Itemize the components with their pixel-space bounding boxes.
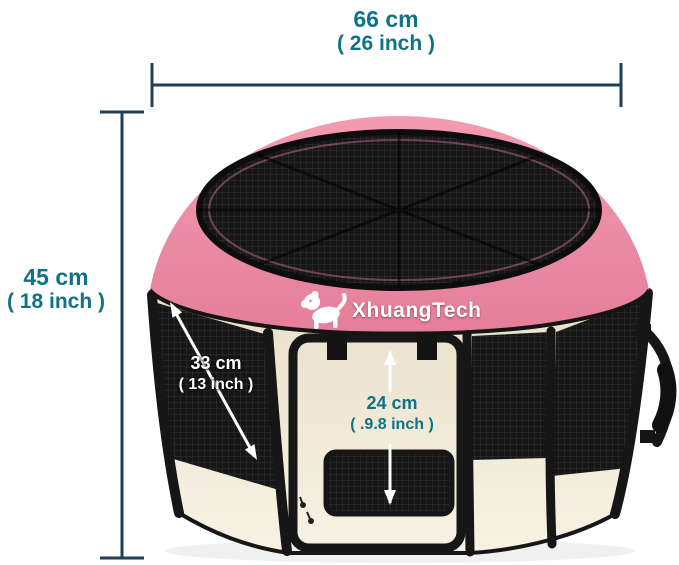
far-right-mesh-panel [552, 298, 645, 476]
height-dimension-label: 45 cm ( 18 inch ) [0, 264, 112, 315]
door-dimension-label: 24 cm ( .9.8 inch ) [332, 392, 452, 435]
corner-rails [147, 288, 653, 557]
width-dimension-line [150, 63, 623, 107]
carry-handle [636, 324, 677, 447]
height-dimension-line [100, 110, 144, 560]
right-mesh-window [471, 332, 550, 460]
zipper-pulls-icon [299, 496, 314, 524]
brand-label: XhuangTech [352, 299, 482, 322]
side-dimension-arrow [170, 302, 257, 460]
width-imperial-text: ( 26 inch ) [336, 32, 436, 56]
width-metric-text: 66 cm [353, 6, 419, 32]
door-strap-right [417, 333, 437, 360]
door-dimension-arrow [384, 350, 396, 505]
side-metric-text: 33 cm [190, 353, 242, 373]
door-imperial-text: ( .9.8 inch ) [350, 415, 434, 433]
width-dimension-label: 66 cm ( 26 inch ) [266, 6, 506, 57]
height-metric-text: 45 cm [23, 264, 89, 290]
side-imperial-text: ( 13 inch ) [178, 375, 254, 393]
top-mesh-opening [196, 129, 602, 291]
side-dimension-label: 33 cm ( 13 inch ) [162, 352, 270, 395]
height-imperial-text: ( 18 inch ) [6, 290, 106, 314]
door-strap-left [327, 333, 347, 360]
door-metric-text: 24 cm [366, 393, 418, 413]
band-bottom-piping [148, 288, 651, 336]
dog-icon [301, 291, 347, 329]
